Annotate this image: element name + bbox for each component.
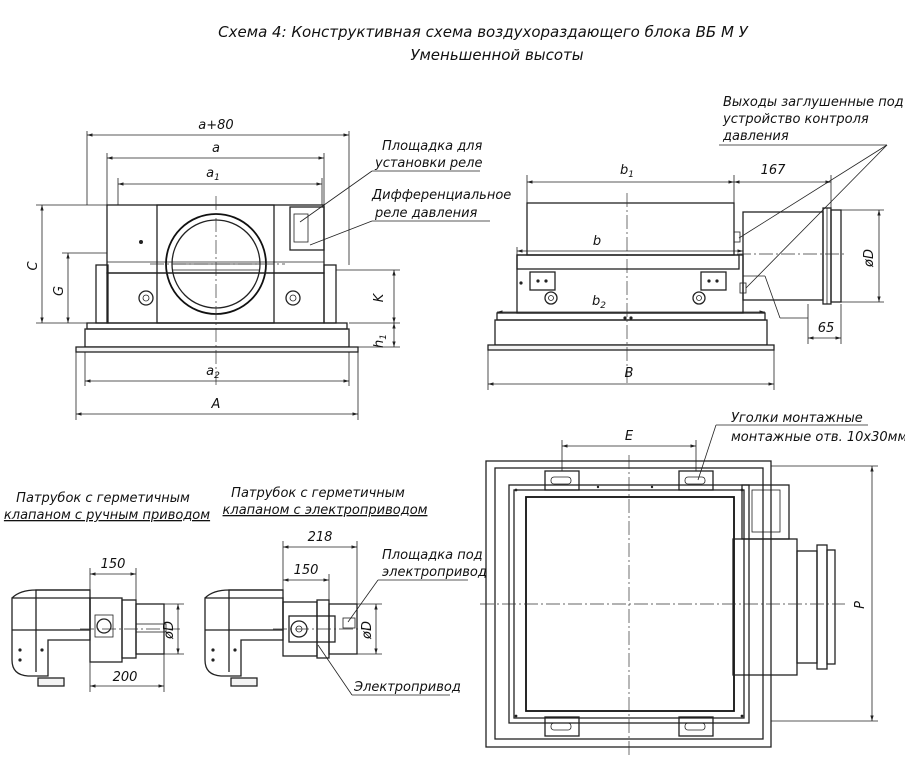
plan-view-dimensions: E P [561, 429, 878, 722]
dim-a1: a1 [206, 166, 220, 183]
drawing-title-line2: Уменьшенной высоты [410, 46, 583, 64]
callout-outlets-line1: Выходы заглушенные под [723, 95, 904, 110]
front-view [75, 196, 359, 385]
dim-65: 65 [818, 321, 835, 336]
dim-B: B [625, 366, 634, 381]
dim-A: A [211, 397, 221, 412]
side-view-callouts: Выходы заглушенные под устройство контро… [719, 95, 904, 289]
dim-a-plus-80: a+80 [198, 118, 233, 133]
callout-diff-relay-line2: реле давления [374, 206, 478, 221]
electric-nozzle-title-line2: клапаном с электроприводом [223, 503, 428, 518]
side-view-dimensions: b1 167 b b2 B øD 65 [487, 163, 884, 390]
callout-relay-pad-line2: установки реле [374, 156, 483, 171]
dim-b2: b2 [592, 294, 606, 311]
callout-diff-relay-line1: Дифференциальное [371, 188, 511, 203]
callout-corners-line2: монтажные отв. 10x30мм [731, 430, 905, 445]
drawing-title-line1: Схема 4: Конструктивная схема воздухораз… [218, 23, 748, 41]
callout-drive-pad-line2: электропривод [382, 565, 487, 580]
dim-a: a [212, 141, 220, 156]
dim-P: P [853, 601, 868, 609]
manual-dim-200: 200 [113, 670, 138, 685]
callout-relay-pad-line1: Площадка для [382, 139, 482, 154]
callout-drive: Электропривод [353, 680, 461, 695]
dim-E: E [625, 429, 634, 444]
callout-outlets-line2: устройство контроля [722, 112, 869, 127]
manual-dim-phiD: øD [162, 621, 177, 640]
plan-view [480, 455, 845, 755]
dim-167: 167 [761, 163, 787, 178]
callout-corners-line1: Уголки монтажные [731, 411, 863, 426]
front-view-callouts: Площадка для установки реле Дифференциал… [299, 139, 511, 246]
electric-nozzle-view: Патрубок с герметичным клапаном с электр… [204, 486, 487, 696]
plan-view-callouts: Уголки монтажные монтажные отв. 10x30мм [697, 411, 905, 481]
dim-phiD-side: øD [862, 249, 877, 268]
manual-nozzle-title-line1: Патрубок с герметичным [16, 491, 190, 506]
dim-b: b [593, 234, 601, 249]
callout-drive-pad-line1: Площадка под [382, 548, 483, 563]
manual-nozzle-title-line2: клапаном с ручным приводом [4, 508, 210, 523]
dim-a2: a2 [206, 364, 220, 381]
callout-outlets-line3: давления [722, 129, 789, 144]
front-view-dimensions: a+80 a a1 a2 A C G K [26, 118, 400, 420]
dim-h1: h1 [372, 334, 389, 348]
electric-dim-phiD: øD [360, 621, 375, 640]
electric-dim-218: 218 [308, 530, 333, 545]
dim-G: G [52, 286, 67, 296]
electric-dim-150: 150 [294, 563, 319, 578]
electric-nozzle-title-line1: Патрубок с герметичным [231, 486, 405, 501]
side-view [487, 193, 845, 385]
manual-nozzle-view: Патрубок с герметичным клапаном с ручным… [4, 491, 210, 692]
dim-K: K [372, 292, 387, 302]
dim-b1: b1 [620, 163, 634, 180]
manual-dim-150: 150 [101, 557, 126, 572]
dim-C: C [26, 261, 41, 271]
